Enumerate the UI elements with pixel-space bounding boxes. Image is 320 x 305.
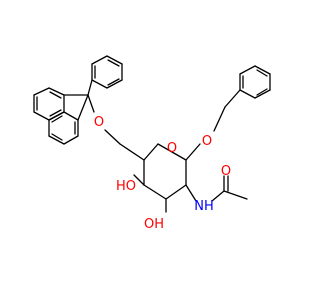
trityl-top-phenyl-ring <box>91 55 123 89</box>
trityl-top-phenyl-bond <box>87 79 93 96</box>
benzyl-ch2-o-bond <box>213 106 226 132</box>
atom-label-o-benzyl: O <box>202 134 212 149</box>
atom-label-ho-c4: HO <box>116 179 136 194</box>
pyranose-ring <box>143 143 187 200</box>
c5-ch2-bond <box>119 143 145 161</box>
atom-label-o-trityl: O <box>94 115 104 130</box>
bond-lines <box>33 55 271 213</box>
benzyl-phenyl-ring <box>239 65 271 99</box>
structure-drawing: O O O O NH HO OH <box>0 0 300 300</box>
atom-label-nh: NH <box>194 199 214 214</box>
atom-label-o-carbonyl: O <box>221 164 231 179</box>
trityl-bottom-phenyl-ring <box>48 111 79 145</box>
o-trityl-carbon-bond <box>87 94 95 113</box>
c4-oh-bond <box>133 174 145 186</box>
atom-label-o-ring: O <box>167 141 177 156</box>
o-anomeric-bond <box>185 143 201 161</box>
benzyl-ch2-bond <box>224 89 241 108</box>
trityl-bottom-phenyl-bond <box>77 94 89 121</box>
ch2-o-trityl-bond <box>104 129 121 145</box>
canvas-background <box>0 0 300 300</box>
c2-n-bond <box>185 184 197 202</box>
acetyl-methyl-bond <box>223 190 248 200</box>
molecule-structure-canvas: O O O O NH HO OH <box>0 0 300 300</box>
n-carbonyl-bond <box>211 190 225 202</box>
atom-label-oh-c3: OH <box>144 217 164 232</box>
